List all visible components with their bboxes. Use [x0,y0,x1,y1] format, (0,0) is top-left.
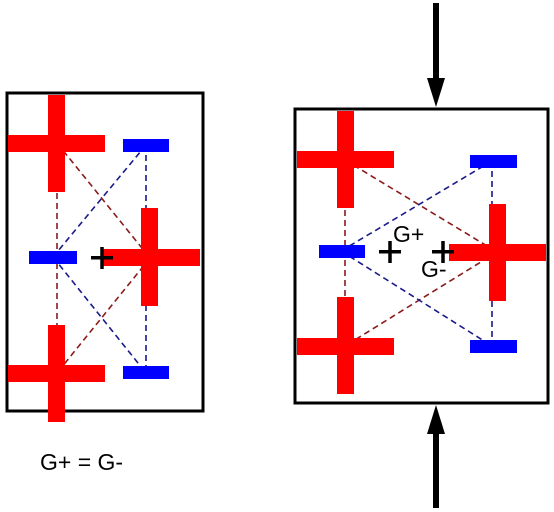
positive-charge [8,325,105,422]
negative-charge [29,251,77,264]
g-plus-label: G+ [393,221,424,247]
compression-arrow-top [427,3,445,107]
charge-center-marker [91,247,113,269]
negative-link [52,256,147,374]
negative-charge [123,366,169,379]
equality-label: G+ = G- [40,449,123,475]
negative-charge [123,139,169,152]
positive-charge [449,204,546,301]
negative-charge [470,155,517,168]
negative-center-marker [379,241,401,263]
positive-charge [297,111,394,208]
negative-charge [319,245,365,258]
unstressed-cell-outline [5,91,205,413]
positive-link [56,142,151,259]
positive-charge [103,208,200,306]
stressed-cell-outline [293,107,550,405]
stressed-cell: G+ G- [293,107,550,405]
positive-charge [8,95,105,192]
negative-link [340,250,493,347]
compression-arrow-bottom [427,405,445,508]
negative-link [52,144,147,258]
positive-center-marker [432,241,454,263]
negative-charge [470,340,517,353]
unstressed-cell [5,91,205,422]
positive-link [56,257,151,374]
positive-charge [297,297,394,394]
g-minus-label: G- [421,256,447,282]
